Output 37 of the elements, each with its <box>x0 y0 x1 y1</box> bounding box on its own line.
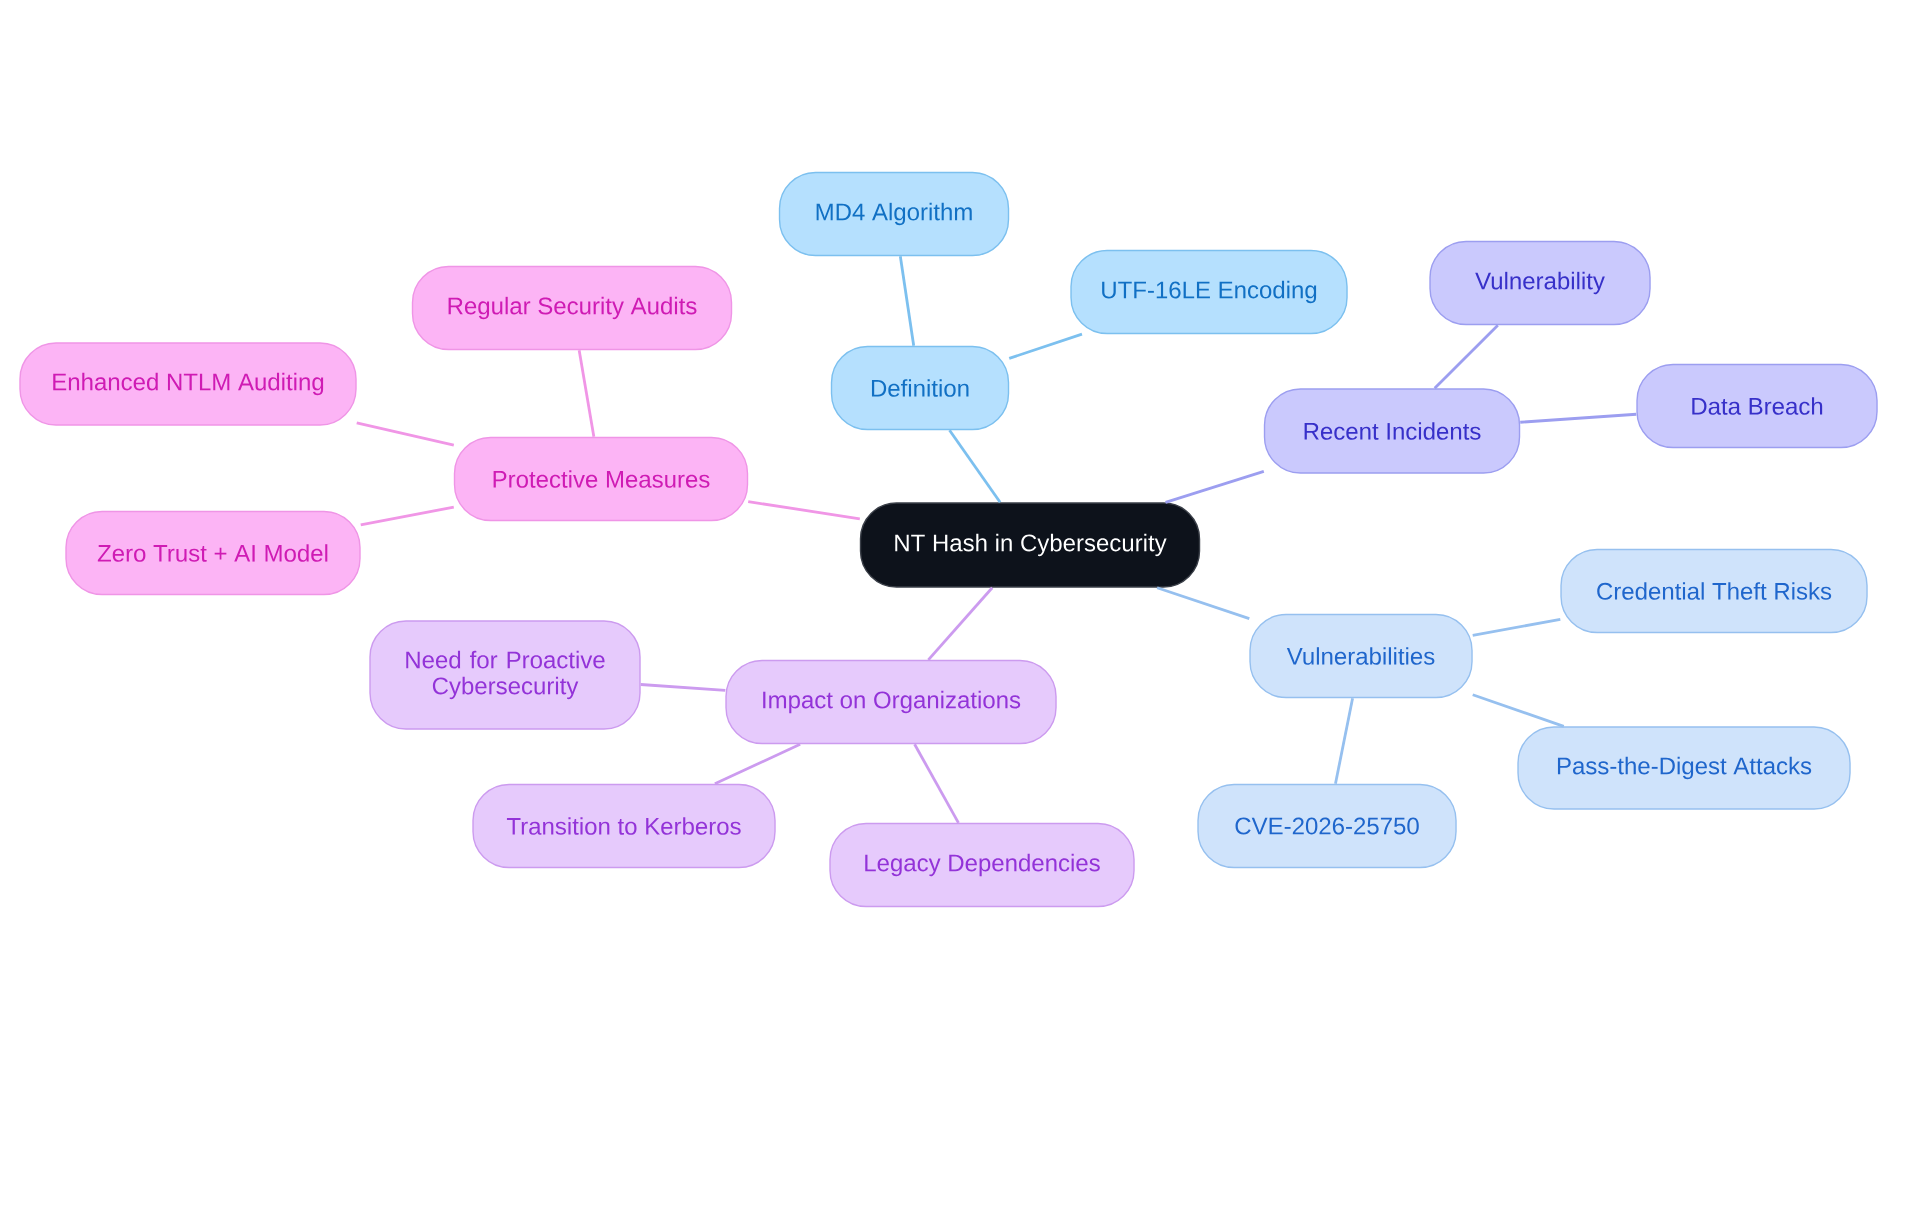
connector-line <box>1520 412 1637 424</box>
connector-line <box>913 743 960 824</box>
connector-line <box>1472 693 1565 728</box>
subtopic-box: Transition to Kerberos <box>472 783 776 869</box>
central-topic-box: NT Hash in Cybersecurity <box>859 502 1201 588</box>
connector-line <box>948 429 1002 504</box>
subtopic-box: Data Breach <box>1636 363 1878 449</box>
connector-line <box>748 500 861 521</box>
branch-topic-box: Recent Incidents <box>1263 388 1521 474</box>
branch-topic-box: Protective Measures <box>453 436 749 522</box>
branch-topic-box: Vulnerabilities <box>1249 613 1473 699</box>
subtopic-box: CVE-2026-25750 <box>1197 783 1457 869</box>
connector-line <box>640 683 726 692</box>
subtopic-box: Enhanced NTLM Auditing <box>19 342 357 426</box>
connector-line <box>360 505 455 527</box>
connector-line <box>1008 332 1083 360</box>
connector-line <box>356 421 455 447</box>
branch-topic-box: Impact on Organizations <box>725 659 1057 745</box>
subtopic-box: Need for Proactive Cybersecurity <box>369 620 641 730</box>
connector-line <box>1165 470 1265 504</box>
subtopic-box: UTF-16LE Encoding <box>1070 249 1348 335</box>
connector-line <box>714 742 801 786</box>
subtopic-box: Regular Security Audits <box>411 265 733 351</box>
subtopic-box: Vulnerability <box>1429 240 1651 326</box>
branch-topic-box: Definition <box>830 345 1010 431</box>
connector-line <box>1433 324 1499 390</box>
connector-line <box>1334 697 1354 785</box>
subtopic-box: Zero Trust + AI Model <box>65 510 361 596</box>
subtopic-box: Credential Theft Risks <box>1560 548 1868 634</box>
connector-line <box>1156 586 1250 620</box>
subtopic-box: MD4 Algorithm <box>778 171 1010 257</box>
subtopic-box: Pass-the-Digest Attacks <box>1517 726 1851 810</box>
subtopic-box: Legacy Dependencies <box>829 822 1135 908</box>
connector-line <box>927 586 994 661</box>
connector-line <box>577 349 596 438</box>
connector-line <box>898 256 916 346</box>
connector-line <box>1472 617 1561 637</box>
